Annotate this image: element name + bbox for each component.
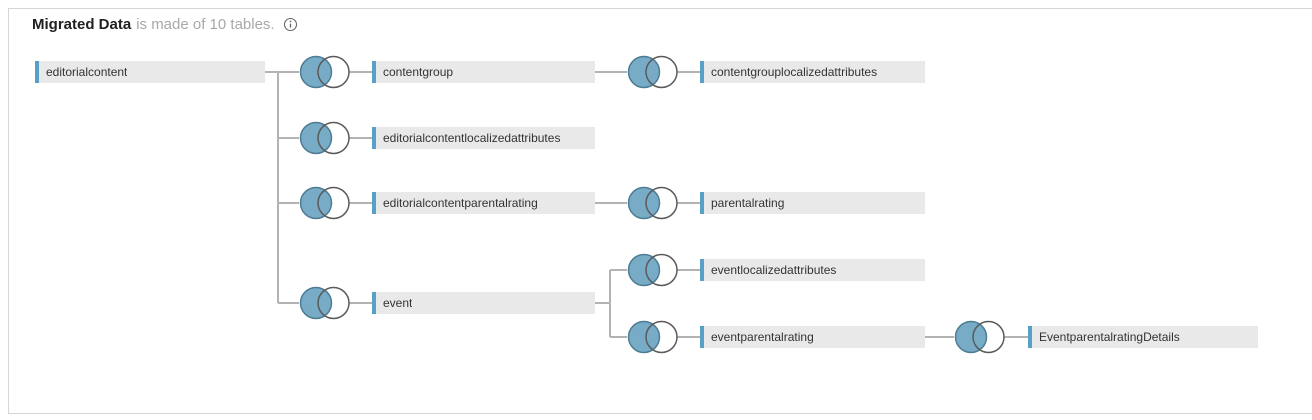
venn-left-join-icon[interactable]: [954, 320, 1005, 354]
venn-left-circle: [299, 121, 333, 155]
venn-left-circle: [299, 286, 333, 320]
table-node-EventparentalratingDetails[interactable]: EventparentalratingDetails: [1028, 326, 1258, 348]
venn-left-circle: [627, 186, 661, 220]
data-source-header: Migrated Data is made of 10 tables.: [32, 16, 298, 33]
table-node-label: parentalrating: [711, 196, 785, 210]
table-node-editorialcontentparentalrating[interactable]: editorialcontentparentalrating: [372, 192, 595, 214]
table-node-editorialcontent[interactable]: editorialcontent: [35, 61, 265, 83]
venn-right-circle: [317, 55, 350, 89]
venn-right-circle: [972, 320, 1005, 354]
venn-left-join-icon[interactable]: [627, 55, 678, 89]
table-node-label: eventparentalrating: [711, 330, 814, 344]
venn-left-join-icon[interactable]: [627, 253, 678, 287]
table-node-eventlocalizedattributes[interactable]: eventlocalizedattributes: [700, 259, 925, 281]
data-source-subtitle: is made of 10 tables.: [136, 16, 275, 33]
venn-right-circle: [645, 253, 678, 287]
table-node-label: contentgroup: [383, 65, 454, 79]
table-node-label: contentgrouplocalizedattributes: [711, 65, 878, 79]
connector-lines: [265, 71, 1028, 338]
table-node-label: event: [383, 296, 413, 310]
venn-right-circle: [317, 286, 350, 320]
table-node-contentgrouplocalizedattributes[interactable]: contentgrouplocalizedattributes: [700, 61, 925, 83]
venn-right-circle: [645, 320, 678, 354]
table-node-parentalrating[interactable]: parentalrating: [700, 192, 925, 214]
venn-left-circle: [299, 55, 333, 89]
venn-left-circle: [627, 253, 661, 287]
venn-left-join-icon[interactable]: [627, 320, 678, 354]
table-node-label: editorialcontentlocalizedattributes: [383, 131, 561, 145]
venn-right-circle: [645, 186, 678, 220]
info-icon[interactable]: [283, 17, 298, 32]
venn-left-join-icon[interactable]: [299, 186, 350, 220]
venn-left-circle: [299, 186, 333, 220]
table-node-editorialcontentlocalizedattributes[interactable]: editorialcontentlocalizedattributes: [372, 127, 595, 149]
table-node-event[interactable]: event: [372, 292, 595, 314]
table-node-eventparentalrating[interactable]: eventparentalrating: [700, 326, 925, 348]
venn-left-join-icon[interactable]: [299, 55, 350, 89]
table-node-label: EventparentalratingDetails: [1039, 330, 1180, 344]
venn-right-circle: [317, 186, 350, 220]
venn-left-circle: [627, 55, 661, 89]
venn-left-join-icon[interactable]: [627, 186, 678, 220]
data-source-title: Migrated Data: [32, 16, 132, 33]
table-node-contentgroup[interactable]: contentgroup: [372, 61, 595, 83]
venn-left-join-icon[interactable]: [299, 286, 350, 320]
venn-right-circle: [317, 121, 350, 155]
venn-left-circle: [954, 320, 988, 354]
table-node-label: eventlocalizedattributes: [711, 263, 837, 277]
venn-right-circle: [645, 55, 678, 89]
table-node-label: editorialcontent: [46, 65, 128, 79]
venn-left-circle: [627, 320, 661, 354]
table-node-label: editorialcontentparentalrating: [383, 196, 538, 210]
venn-left-join-icon[interactable]: [299, 121, 350, 155]
